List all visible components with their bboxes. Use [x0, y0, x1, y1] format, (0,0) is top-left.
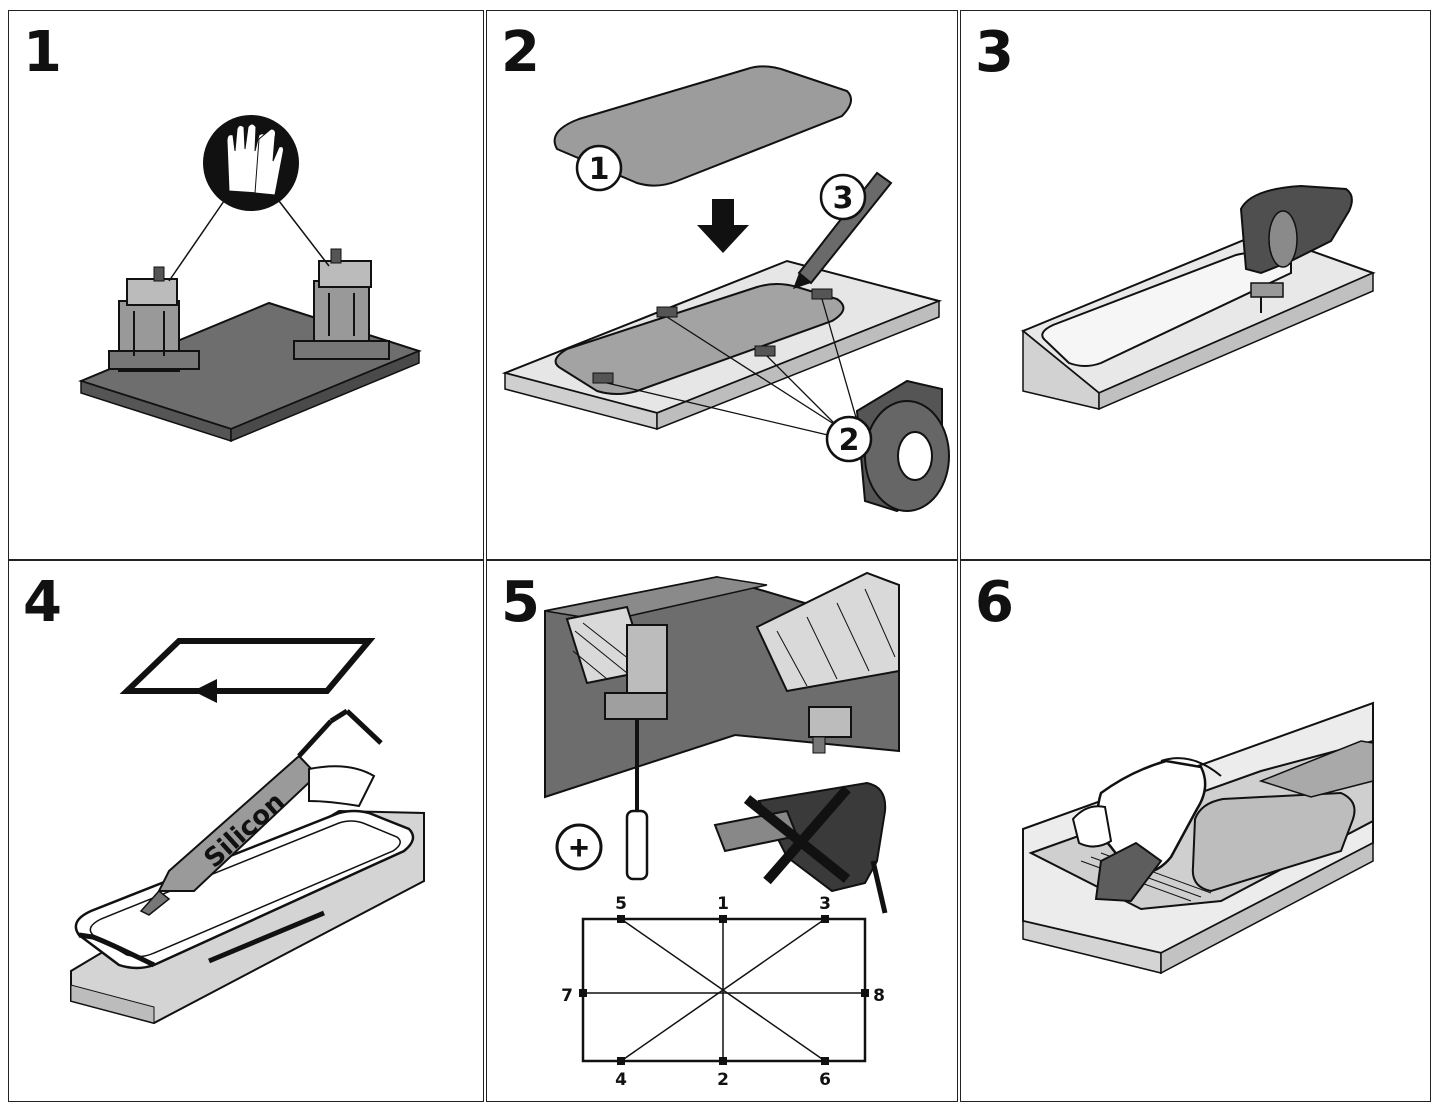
down-arrow-icon — [697, 199, 749, 253]
callout-1: 1 — [575, 144, 623, 192]
callout-3: 3 — [819, 173, 867, 221]
pattern-label: 7 — [561, 986, 573, 1006]
step-1-panel: 1 — [8, 10, 484, 560]
step-number: 1 — [23, 20, 62, 85]
phillips-symbol: + — [555, 823, 603, 871]
pattern-label: 2 — [717, 1070, 729, 1090]
tightening-pattern-icon: 5 1 3 7 8 4 2 6 — [561, 894, 885, 1090]
step-number: 5 — [501, 570, 540, 635]
mounting-clip-icon — [808, 706, 852, 754]
tape-roll-icon — [855, 379, 950, 513]
step-4-illustration: Silicon — [70, 638, 425, 1025]
pattern-label: 1 — [717, 894, 729, 914]
step-number: 3 — [975, 20, 1014, 85]
template-sheet-icon — [553, 65, 852, 187]
step-1-illustration — [78, 115, 422, 443]
mounting-clip-icon — [108, 266, 200, 372]
pattern-label: 5 — [615, 894, 627, 914]
gloves-icon — [203, 115, 299, 211]
step-4-panel: 4 Silicon — [8, 560, 484, 1102]
step-number: 4 — [23, 570, 62, 635]
callout-label: 3 — [833, 181, 854, 216]
screwdriver-icon — [625, 719, 649, 881]
step-2-panel: 2 1 3 — [486, 10, 958, 560]
step-5-panel: 5 — [486, 560, 958, 1102]
step-5-illustration: + — [544, 571, 900, 1090]
mounting-clip-icon — [293, 248, 390, 360]
step-6-panel: 6 — [960, 560, 1431, 1102]
pattern-label: 6 — [819, 1070, 831, 1090]
direction-arrow-icon — [119, 638, 376, 703]
jigsaw-icon — [1239, 184, 1353, 313]
crossed-out-drill-icon — [713, 781, 888, 914]
step-3-panel: 3 — [960, 10, 1431, 560]
screwdriver-symbol-label: + — [569, 829, 589, 867]
step-number: 2 — [501, 20, 540, 85]
step-number: 6 — [975, 570, 1014, 635]
pattern-label: 3 — [819, 894, 831, 914]
callout-2: 2 — [825, 415, 873, 463]
step-6-illustration — [1022, 701, 1374, 975]
wood-section — [755, 571, 900, 693]
mounting-clip-icon — [604, 624, 668, 720]
pattern-label: 8 — [873, 986, 885, 1006]
callout-label: 2 — [839, 423, 860, 458]
hand-cleaning-icon — [1071, 757, 1222, 903]
step-2-illustration: 1 3 — [501, 65, 950, 513]
callout-label: 1 — [589, 152, 610, 187]
pattern-label: 4 — [615, 1070, 627, 1090]
step-3-illustration — [1021, 184, 1376, 411]
